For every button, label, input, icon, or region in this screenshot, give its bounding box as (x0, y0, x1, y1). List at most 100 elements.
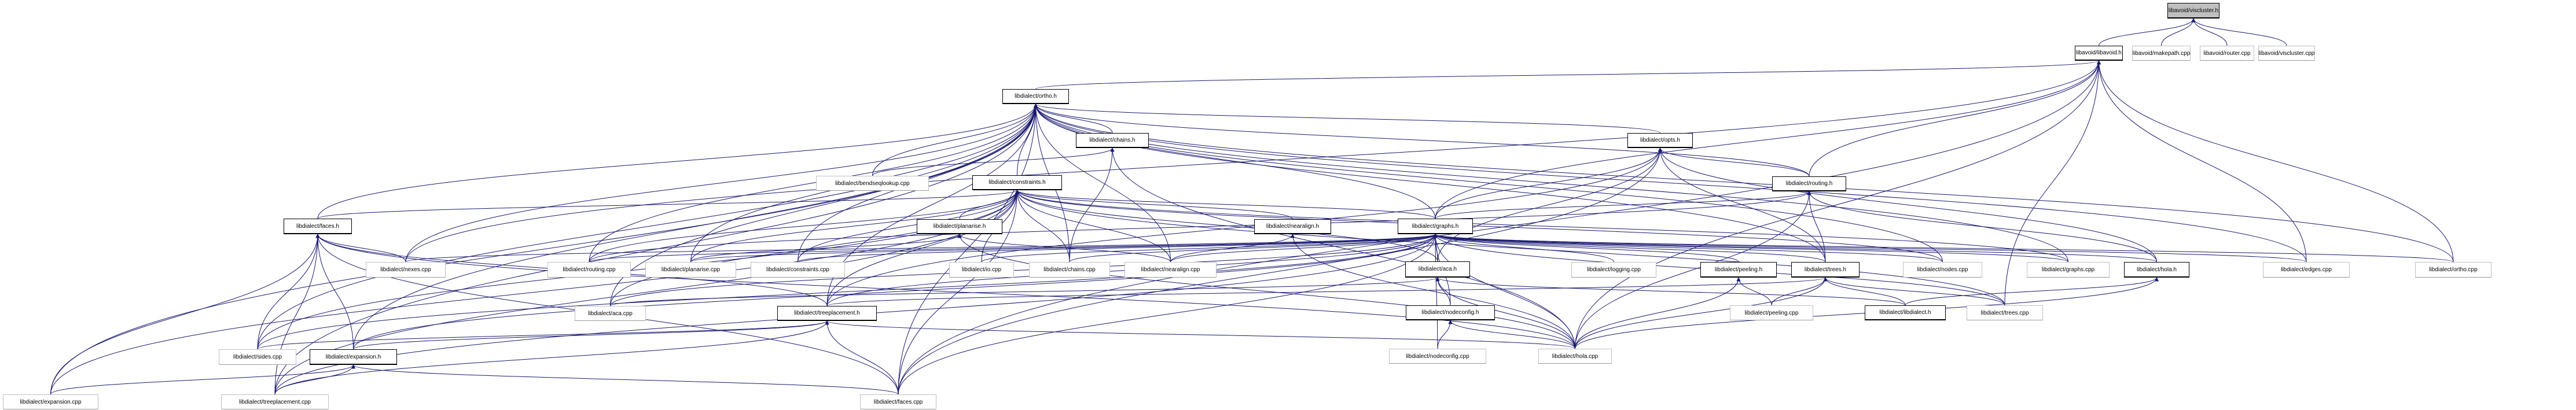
graph-node-expansion-h[interactable]: libdialect/expansion.h (310, 349, 397, 365)
graph-node-logging-cpp[interactable]: libdialect/logging.cpp (1571, 262, 1656, 278)
edge-trees_h-to-routing_h (1807, 191, 1826, 263)
graph-node-peeling-cpp[interactable]: libdialect/peeling.cpp (1730, 305, 1813, 320)
edge-sides_cpp-to-faces_h (257, 234, 320, 350)
graph-node-viscluster-h: libavoid/viscluster.h (2167, 3, 2219, 19)
graph-node-ortho-cpp[interactable]: libdialect/ortho.cpp (2415, 262, 2492, 278)
edge-hola_cpp-to-libavoid_h (1575, 60, 2101, 349)
edge-peeling_cpp-to-trees_h (1771, 277, 1828, 306)
edge-sides_cpp-to-treeplacement_h (257, 320, 829, 350)
graph-node-libavoid-h[interactable]: libavoid/libavoid.h (2075, 46, 2123, 61)
edge-nearalign_cpp-to-ortho_h (1034, 104, 1171, 263)
graph-node-hola-h[interactable]: libdialect/hola.h (2124, 262, 2189, 278)
graph-node-io-cpp[interactable]: libdialect/io.cpp (949, 262, 1014, 278)
edge-chains_cpp-to-constraints_h (1015, 190, 1070, 263)
edge-graphs_h-to-opts_h (1435, 147, 1662, 219)
graph-node-router-cpp[interactable]: libavoid/router.cpp (2200, 46, 2254, 61)
edge-faces_h-to-ortho_h (317, 104, 1038, 219)
edge-hola_cpp-to-chains_h (1110, 147, 1575, 349)
graph-node-peeling-h[interactable]: libdialect/peeling.h (1700, 262, 1777, 278)
graph-node-constraints-cpp[interactable]: libdialect/constraints.cpp (751, 262, 845, 278)
graph-node-graphs-h[interactable]: libdialect/graphs.h (1398, 219, 1473, 234)
graph-node-nexes-cpp[interactable]: libdialect/nexes.cpp (366, 262, 446, 278)
edge-trees_h-to-opts_h (1658, 147, 1826, 263)
graph-node-treeplacement-h[interactable]: libdialect/treeplacement.h (777, 306, 877, 321)
graph-node-planarise-cpp[interactable]: libdialect/planarise.cpp (645, 262, 736, 278)
graph-node-faces-cpp[interactable]: libdialect/faces.cpp (860, 394, 936, 409)
graph-node-sides-cpp[interactable]: libdialect/sides.cpp (219, 349, 296, 365)
graph-node-makepath-cpp[interactable]: libavoid/makepath.cpp (2132, 46, 2191, 61)
edge-ortho_cpp-to-graphs_h (1433, 234, 2454, 263)
edge-nexes_cpp-to-graphs_h (405, 234, 1438, 263)
edge-hola_cpp-to-planarise_h (957, 234, 1575, 349)
edge-planarise_cpp-to-planarise_h (690, 234, 962, 263)
edge-treeplacement_cpp-to-treeplacement_h (274, 320, 829, 395)
edge-hola_cpp-to-routing_h (1575, 191, 1811, 349)
edge-peeling_cpp-to-peeling_h (1736, 277, 1772, 306)
graph-node-routing-cpp[interactable]: libdialect/routing.cpp (547, 262, 631, 278)
edge-peeling_h-to-graphs_h (1433, 234, 1739, 263)
edge-viscluster_cpp-to-viscluster_h (2191, 18, 2287, 46)
edge-trees_cpp-to-libavoid_h (2004, 60, 2101, 306)
edge-edges_cpp-to-ortho_h (1034, 104, 2307, 263)
graph-node-chains-cpp[interactable]: libdialect/chains.cpp (1029, 262, 1110, 278)
graph-node-aca-h[interactable]: libdialect/aca.h (1405, 261, 1470, 278)
edge-nodes_cpp-to-graphs_h (1433, 234, 1943, 263)
graph-node-chains-h[interactable]: libdialect/chains.h (1076, 133, 1149, 148)
edge-logging_cpp-to-graphs_h (1433, 234, 1614, 263)
graph-node-nodeconfig-cpp[interactable]: libdialect/nodeconfig.cpp (1389, 349, 1486, 364)
edge-sides_cpp-to-graphs_h (257, 234, 1438, 350)
graph-node-nodeconfig-h[interactable]: libdialect/nodeconfig.h (1406, 305, 1495, 320)
edge-aca_cpp-to-constraints_h (610, 190, 1019, 306)
edge-graphs_h-to-libavoid_h (1435, 60, 2101, 219)
graph-node-trees-cpp[interactable]: libdialect/trees.cpp (1967, 305, 2043, 320)
edge-routing_h-to-ortho_h (1034, 104, 1810, 177)
graph-node-expansion-cpp[interactable]: libdialect/expansion.cpp (3, 394, 98, 409)
edge-bendseqlookup_cpp-to-ortho_h (872, 104, 1038, 176)
graph-node-aca-cpp[interactable]: libdialect/aca.cpp (575, 306, 646, 321)
graph-node-routing-h[interactable]: libdialect/routing.h (1772, 176, 1846, 191)
edge-routing_h-to-libavoid_h (1809, 60, 2101, 177)
edge-routing_cpp-to-ortho_h (589, 104, 1038, 263)
edge-libdialect_h-to-hola_h (1905, 277, 2159, 306)
graph-node-trees-h[interactable]: libdialect/trees.h (1791, 262, 1860, 278)
edge-trees_cpp-to-trees_h (1823, 277, 2005, 306)
edge-graphs_h-to-constraints_h (1015, 190, 1436, 219)
edge-faces_cpp-to-libavoid_h (898, 60, 2101, 395)
edge-chains_cpp-to-graphs_h (1069, 234, 1438, 263)
edge-hola_h-to-opts_h (1658, 147, 2157, 263)
edge-graphs_h-to-routing_h (1435, 191, 1811, 219)
graph-node-libdialect-h[interactable]: libdialect/libdialect.h (1865, 305, 1946, 320)
edge-bendseqlookup_cpp-to-chains_h (872, 147, 1115, 176)
edge-aca_cpp-to-graphs_h (610, 234, 1438, 306)
graph-node-treeplacement-cpp[interactable]: libdialect/treeplacement.cpp (221, 394, 329, 409)
edge-routing_cpp-to-graphs_h (589, 234, 1438, 263)
graph-node-planarise-h[interactable]: libdialect/planarise.h (917, 219, 1002, 234)
edge-faces_cpp-to-treeplacement_h (825, 320, 899, 395)
edge-ortho_h-to-libavoid_h (1035, 60, 2101, 90)
edge-treeplacement_cpp-to-faces_h (274, 234, 320, 395)
edge-aca_cpp-to-ortho_h (610, 104, 1038, 306)
graph-node-hola-cpp[interactable]: libdialect/hola.cpp (1538, 349, 1612, 364)
graph-node-graphs-cpp[interactable]: libdialect/graphs.cpp (2027, 262, 2110, 278)
edge-faces_cpp-to-ortho_h (898, 104, 1038, 395)
graph-node-nodes-cpp[interactable]: libdialect/nodes.cpp (1903, 262, 1982, 278)
edge-libdialect_h-to-trees_h (1823, 277, 1906, 306)
edge-edges_cpp-to-libavoid_h (2097, 60, 2307, 263)
graph-node-opts-h[interactable]: libdialect/opts.h (1627, 133, 1693, 148)
edge-trees_cpp-to-constraints_h (1015, 190, 2005, 306)
graph-node-edges-cpp[interactable]: libdialect/edges.cpp (2263, 262, 2350, 278)
graph-node-ortho-h[interactable]: libdialect/ortho.h (1002, 89, 1069, 104)
graph-node-viscluster-cpp[interactable]: libavoid/viscluster.cpp (2258, 46, 2315, 61)
edge-hola_cpp-to-trees_h (1575, 277, 1828, 349)
graph-node-bendseqlookup-cpp[interactable]: libdialect/bendseqlookup.cpp (816, 176, 929, 191)
edge-expansion_cpp-to-expansion_h (50, 364, 355, 395)
graph-node-constraints-h[interactable]: libdialect/constraints.h (972, 175, 1062, 190)
edge-nearalign_cpp-to-nearalign_h (1170, 234, 1295, 263)
edge-hola_cpp-to-nodeconfig_h (1448, 320, 1575, 349)
graph-node-nearalign-cpp[interactable]: libdialect/nearalign.cpp (1125, 262, 1217, 278)
graph-node-faces-h[interactable]: libdialect/faces.h (284, 219, 352, 234)
edge-planarise_cpp-to-constraints_h (690, 190, 1019, 263)
graph-node-nearalign-h[interactable]: libdialect/nearalign.h (1254, 219, 1331, 234)
edge-nodeconfig_cpp-to-graphs_h (1433, 234, 1438, 349)
